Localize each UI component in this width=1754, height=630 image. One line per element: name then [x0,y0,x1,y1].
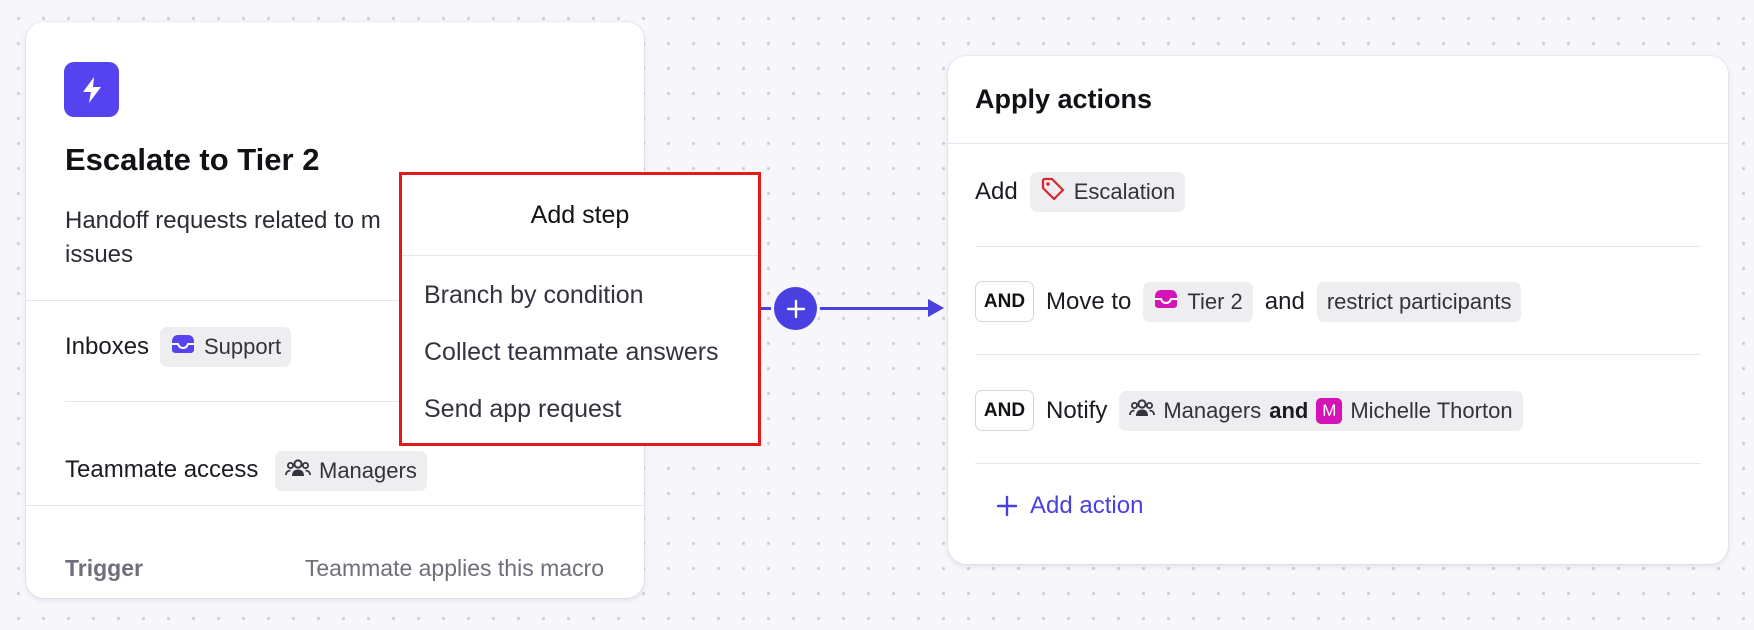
teammate-access-label: Teammate access [65,456,259,483]
macro-description-line2: issues [65,241,134,268]
add-step-menu-items: Branch by condition Collect teammate ans… [402,256,758,438]
inbox-tray-icon [170,333,196,361]
actions-card: Apply actions Add Escalation AND Move to… [948,56,1728,564]
action-row-move-to[interactable]: AND Move to Tier 2 and restrict particip… [975,281,1522,322]
inbox-chip[interactable]: Tier 2 [1143,281,1253,322]
macro-description: Handoff requests related to m issues [65,204,395,272]
divider [975,246,1701,247]
person-label: Michelle Thorton [1350,397,1513,423]
macro-title: Escalate to Tier 2 [65,142,320,177]
add-step-menu-title: Add step [402,175,758,256]
divider [26,300,644,301]
action-row-notify[interactable]: AND Notify Managers and M Michelle Thort… [975,390,1523,431]
action-verb: Add [975,178,1018,205]
plus-icon [786,299,805,318]
action-verb: Notify [1046,396,1108,424]
divider [26,505,644,506]
and-badge: AND [975,281,1034,322]
actions-title: Apply actions [975,84,1153,114]
joiner-text: and [1269,397,1309,423]
connector-arrow [928,299,944,317]
add-action-button[interactable]: Add action [996,492,1143,520]
lightning-bolt-icon [64,62,119,117]
tag-icon [1040,176,1066,208]
people-icon [1129,398,1156,424]
inbox-chip-label: Support [204,334,282,359]
trigger-label: Trigger [65,555,143,581]
joiner-text: and [1264,287,1305,315]
menu-item-branch-by-condition[interactable]: Branch by condition [424,281,644,309]
trigger-value: Teammate applies this macro [304,555,604,581]
inboxes-label: Inboxes [65,333,150,360]
add-action-label: Add action [1030,492,1144,519]
inbox-tray-icon [1153,288,1179,316]
divider [65,401,644,402]
restrict-participants-chip[interactable]: restrict participants [1316,281,1522,322]
tag-chip[interactable]: Escalation [1029,172,1186,212]
add-step-button[interactable] [774,287,817,330]
notify-recipients-chip[interactable]: Managers and M Michelle Thorton [1119,390,1523,431]
menu-item-collect-teammate-answers[interactable]: Collect teammate answers [424,338,719,366]
inbox-chip-label: Tier 2 [1187,288,1243,314]
action-row-add-tag[interactable]: Add Escalation [975,172,1186,212]
tag-chip-label: Escalation [1073,179,1176,204]
teammate-access-chip[interactable]: Managers [275,451,427,491]
macro-description-line1: Handoff requests related to m [65,207,381,234]
avatar: M [1316,397,1343,424]
connector-line [754,307,930,310]
teammate-access-chip-label: Managers [319,458,417,483]
team-label: Managers [1163,397,1262,423]
plus-icon [996,495,1018,517]
divider [975,354,1701,355]
and-badge: AND [975,390,1034,431]
inbox-chip[interactable]: Support [160,327,292,367]
divider [975,463,1701,464]
action-verb: Move to [1046,287,1132,315]
add-step-menu: Add step Branch by condition Collect tea… [399,172,761,446]
divider [948,143,1728,144]
people-icon [285,458,311,484]
menu-item-send-app-request[interactable]: Send app request [424,395,622,423]
